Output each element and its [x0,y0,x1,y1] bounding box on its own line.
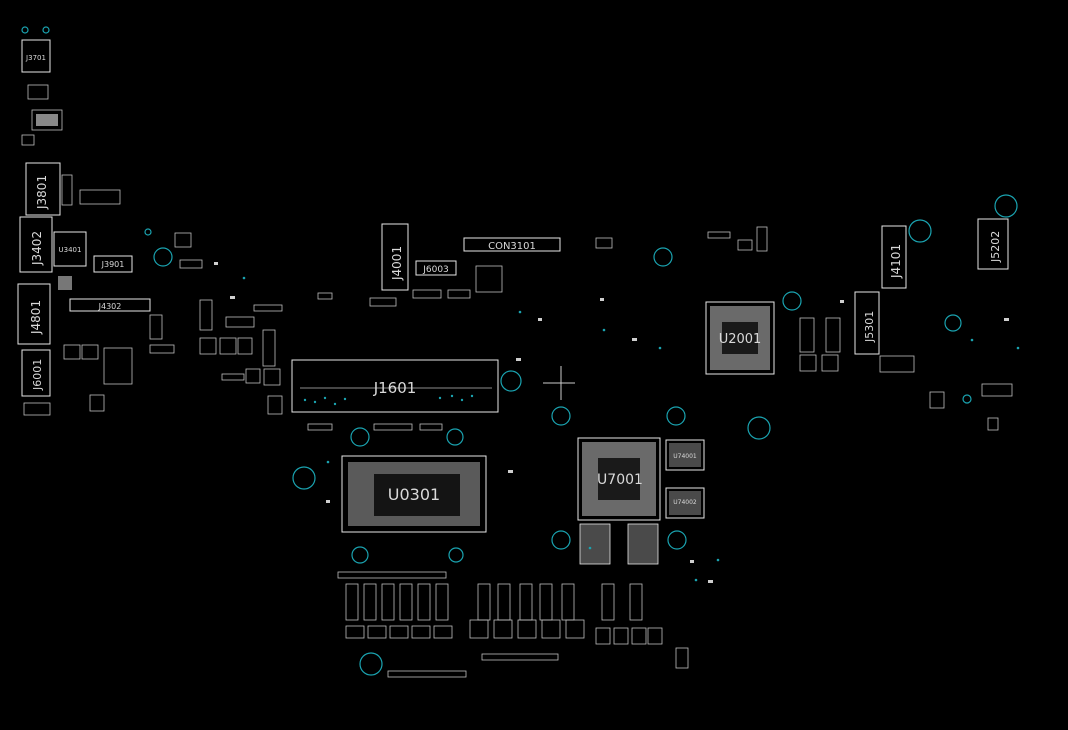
connector-j4001[interactable] [381,223,409,291]
label-j5301: J5301 [863,311,876,343]
label-u3401: U3401 [59,246,82,254]
label-u2001: U2001 [719,332,762,347]
connector-j6001[interactable] [21,349,51,397]
bottom-regulator-rows [337,546,689,678]
right-area: U2001 J4101 J5202 J5301 [653,194,1018,440]
connector-j6003[interactable] [415,260,457,276]
connector-j5301[interactable] [854,291,880,355]
label-j3402: J3402 [30,231,44,266]
label-j4001: J4001 [390,246,404,281]
connector-j5202[interactable] [977,218,1009,270]
connector-j4101[interactable] [881,225,907,289]
connector-j4801[interactable] [17,283,51,345]
connector-j3901[interactable] [93,255,133,273]
label-u74002: U74002 [673,499,697,506]
connector-j3701[interactable] [21,39,51,73]
chip-u3401[interactable] [53,231,87,267]
chip-u74002[interactable] [665,487,705,519]
connector-j4302[interactable] [69,298,151,312]
chip-u0301[interactable] [341,455,487,533]
label-j5202: J5202 [989,231,1002,263]
chip-u7001-group: U7001 U74001 U74002 [551,406,705,565]
left-connector-column: J3701 J3801 J3402 U3401 J3901 J4302 J480… [17,26,175,416]
label-j4101: J4101 [889,244,903,279]
label-j3901: J3901 [101,260,125,269]
label-con3101: CON3101 [488,241,536,252]
label-j4801: J4801 [29,300,43,335]
label-u74001: U74001 [673,453,697,460]
connector-j1601[interactable] [291,359,499,413]
chip-u74001[interactable] [665,439,705,471]
label-j1601: J1601 [373,379,417,397]
label-u7001: U7001 [597,472,643,488]
label-j6003: J6003 [422,265,449,275]
chip-u0301-group: U0301 [341,455,487,533]
label-j6001: J6001 [31,359,44,391]
chip-u2001[interactable] [705,301,775,375]
chip-u7001[interactable] [577,437,661,521]
label-j4302: J4302 [98,302,122,311]
center-left-area: J4001 CON3101 J6003 J1601 [174,223,613,490]
label-j3801: J3801 [35,175,49,210]
label-j3701: J3701 [25,54,46,62]
connector-j3402[interactable] [19,216,53,273]
label-u0301: U0301 [388,485,440,504]
connector-j3801[interactable] [25,162,61,216]
connector-con3101[interactable] [463,237,561,252]
small-components [214,262,1020,583]
